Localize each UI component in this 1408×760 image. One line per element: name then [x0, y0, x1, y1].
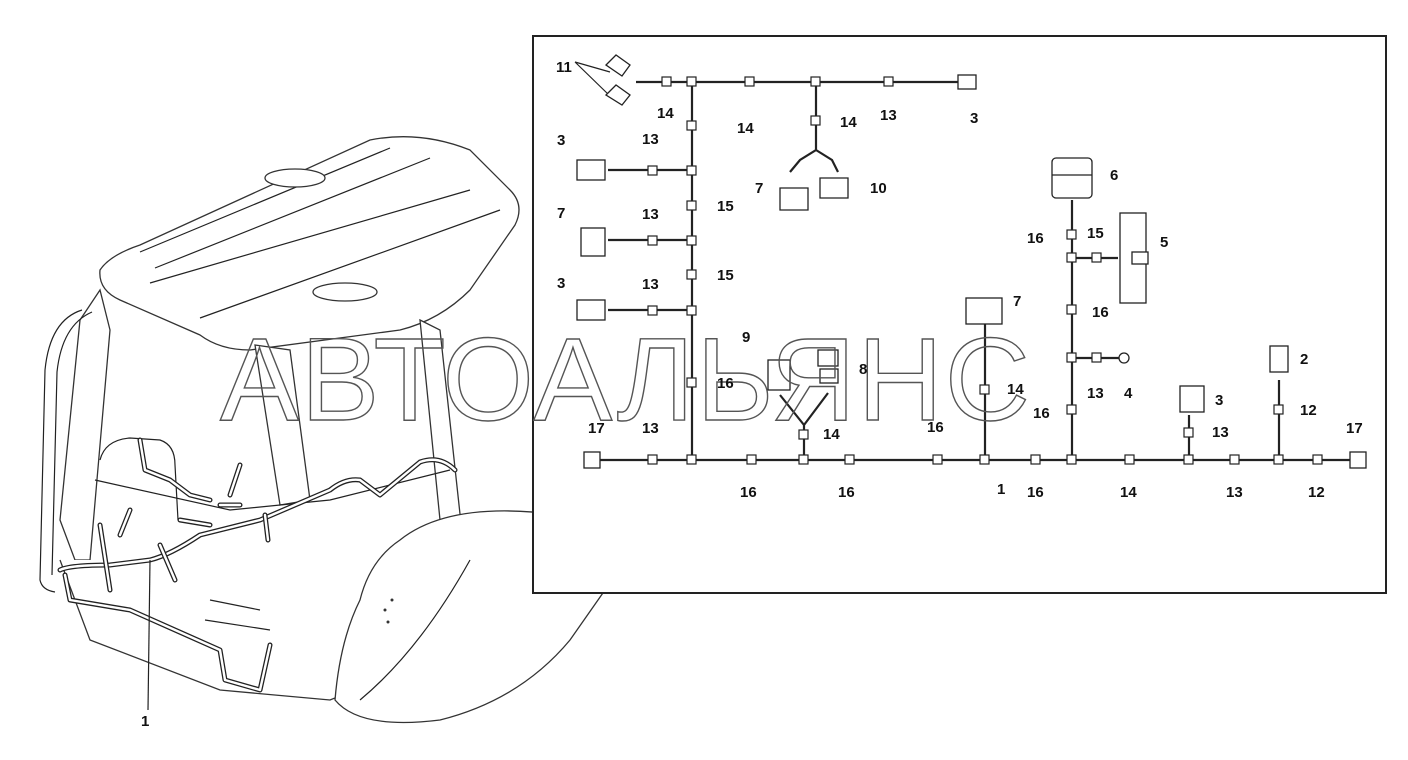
callout-label: 17: [588, 420, 605, 437]
callout-label: 16: [1033, 405, 1050, 422]
callout-label: 13: [1087, 385, 1104, 402]
callout-label: 3: [557, 275, 565, 292]
callout-label: 8: [859, 361, 867, 378]
callout-label: 14: [657, 105, 674, 122]
callout-label: 10: [870, 180, 887, 197]
callout-label: 15: [717, 267, 734, 284]
callout-label: 14: [1120, 484, 1137, 501]
callout-label: 17: [1346, 420, 1363, 437]
callout-label: 16: [717, 375, 734, 392]
callout-label: 13: [1212, 424, 1229, 441]
callout-label: 14: [823, 426, 840, 443]
callout-label: 3: [970, 110, 978, 127]
callout-label: 16: [1092, 304, 1109, 321]
callout-label: 1: [997, 481, 1005, 498]
callout-label: 4: [1124, 385, 1133, 402]
callout-label: 9: [742, 329, 750, 346]
callout-label: 14: [1007, 381, 1024, 398]
cab-illustration: 1: [39, 136, 607, 730]
callout-label: 13: [1226, 484, 1243, 501]
callout-label: 16: [1027, 230, 1044, 247]
callout-leader-1: [147, 559, 151, 711]
callout-label: 1: [141, 713, 149, 730]
callout-label: 12: [1300, 402, 1317, 419]
schematic-callouts: 11 14 14 14 13 3 3 13 7 10 7 13 15 3 13 …: [556, 59, 1363, 501]
callout-label: 2: [1300, 351, 1308, 368]
callout-label: 16: [838, 484, 855, 501]
callout-label: 3: [1215, 392, 1223, 409]
callout-label: 3: [557, 132, 565, 149]
callout-label: 13: [642, 276, 659, 293]
callout-label: 15: [717, 198, 734, 215]
watermark: АВТОАЛЬЯНС: [220, 314, 1032, 446]
callout-label: 14: [737, 120, 754, 137]
callout-label: 13: [642, 206, 659, 223]
callout-label: 12: [1308, 484, 1325, 501]
schematic-frame: [532, 35, 1387, 594]
callout-label: 11: [556, 59, 572, 76]
schematic-components: [576, 54, 1367, 469]
callout-label: 16: [740, 484, 757, 501]
callout-label: 6: [1110, 167, 1118, 184]
callout-label: 7: [1013, 293, 1021, 310]
callout-label: 16: [927, 419, 944, 436]
callout-label: 16: [1027, 484, 1044, 501]
callout-label: 7: [557, 205, 565, 222]
schematic-nodes: [647, 76, 1323, 465]
callout-label: 13: [642, 131, 659, 148]
callout-label: 15: [1087, 225, 1104, 242]
callout-label: 13: [642, 420, 659, 437]
callout-label: 7: [755, 180, 763, 197]
callout-label: 13: [880, 107, 897, 124]
callout-label: 5: [1160, 234, 1168, 251]
callout-label: 14: [840, 114, 857, 131]
